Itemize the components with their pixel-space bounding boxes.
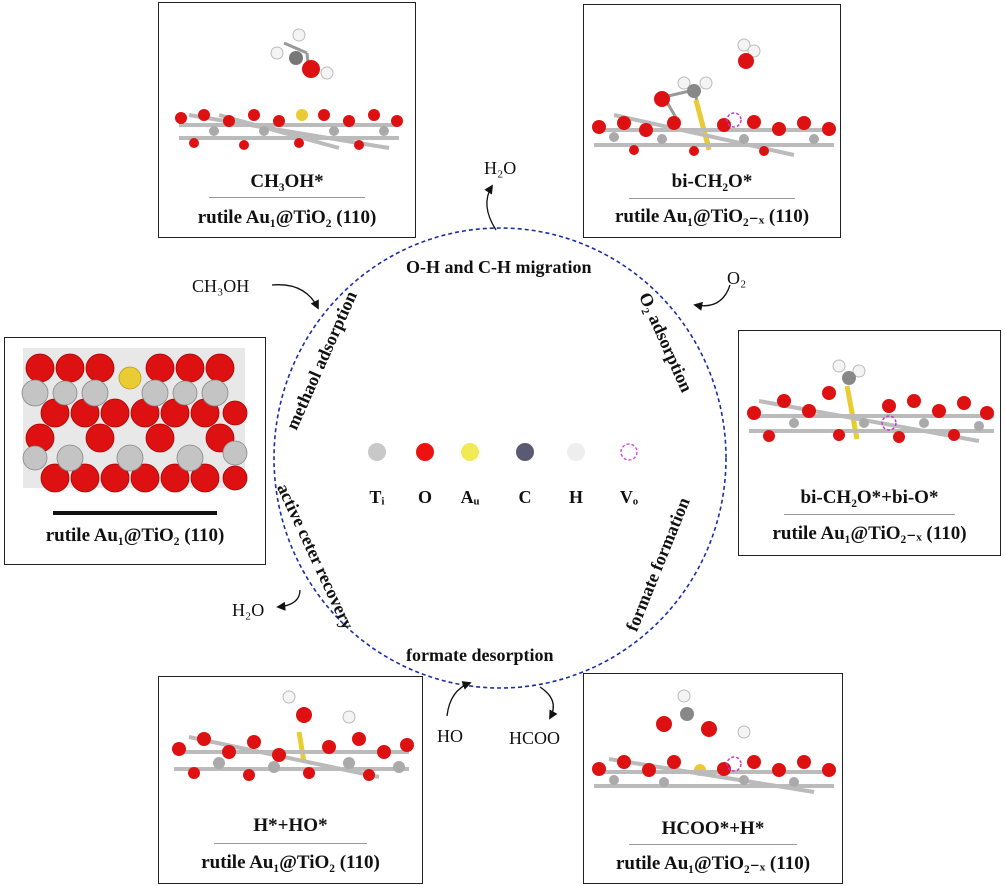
panel-bi-ch2o-bi-o-caption: rutile Au₁@TiO₂₋ₓ (110): [772, 523, 967, 544]
reaction-cycle-ellipse: [273, 227, 727, 689]
h2o-out-arrow: [484, 184, 497, 231]
panel-bi-ch2o-separator: [629, 198, 795, 199]
panel-bi-ch2o-bi-o-label: bi-CH₂O*+bi-O*: [800, 487, 939, 508]
panel-ch3oh-separator: [209, 197, 365, 198]
ch3oh-species-label: CH₃OH: [192, 276, 250, 296]
hcoo-h-structure-image: [592, 689, 836, 794]
panel-bi-ch2o-bi-o: bi-CH₂O*+bi-O* rutile Au₁@TiO₂₋ₓ (110): [738, 330, 1001, 556]
bi-ch2o-bi-o-structure-image: [747, 359, 994, 443]
step-oh-ch-migration: O-H and C-H migration: [406, 257, 592, 277]
panel-top-view-caption: rutile Au₁@TiO₂ (110): [45, 525, 225, 546]
legend-vo-label: Vₒ: [619, 487, 639, 507]
o2-species-label: O₂: [727, 268, 747, 288]
panel-ch3oh-caption: rutile Au₁@TiO₂ (110): [197, 207, 377, 228]
legend-o-swatch: [416, 443, 434, 461]
ho-in-arrow: [446, 681, 472, 717]
legend-au-swatch: [461, 443, 479, 461]
legend-vo-swatch: [620, 443, 638, 461]
ch3oh-in-arrow: [271, 284, 319, 310]
legend-c-label: C: [518, 487, 532, 507]
panel-h-ho-separator: [214, 843, 367, 844]
panel-hcoo-h-separator: [629, 844, 797, 845]
panel-ch3oh-adsorbed: CH₃OH* rutile Au₁@TiO₂ (110): [158, 2, 416, 238]
legend-h-swatch: [567, 443, 585, 461]
atom-legend: [368, 443, 638, 461]
h2o-top-species-label: H₂O: [484, 158, 517, 178]
legend-h-label: H: [568, 487, 583, 507]
legend-au-label: Aᵤ: [460, 487, 480, 507]
panel-h-ho: H*+HO* rutile Au₁@TiO₂ (110): [158, 676, 423, 884]
h2o-out-left-arrow: [276, 589, 301, 611]
legend-ti-label: Tᵢ: [369, 487, 385, 507]
panel-hcoo-h-caption: rutile Au₁@TiO₂₋ₓ (110): [615, 853, 811, 874]
panel-bi-ch2o-label: bi-CH₂O*: [671, 171, 753, 192]
hcoo-out-arrow: [539, 686, 558, 720]
step-formate-desorption: formate desorption: [406, 645, 554, 665]
ho-species-label: HO: [437, 726, 463, 746]
panel-h-ho-label: H*+HO*: [253, 815, 328, 836]
panel-bi-ch2o-bi-o-separator: [784, 514, 955, 515]
panel-bi-ch2o-caption: rutile Au₁@TiO₂₋ₓ (110): [614, 206, 810, 227]
legend-ti-swatch: [368, 443, 386, 461]
top-view-surface-image: [21, 348, 248, 515]
legend-c-swatch: [516, 443, 534, 461]
legend-o-label: O: [417, 487, 432, 507]
o2-in-arrow: [693, 284, 731, 311]
panel-hcoo-h: HCOO*+H* rutile Au₁@TiO₂₋ₓ (110): [583, 673, 843, 884]
ch3oh-structure-image: [175, 28, 403, 150]
panel-bi-ch2o: bi-CH₂O* rutile Au₁@TiO₂₋ₓ (110): [583, 4, 841, 238]
h-ho-structure-image: [172, 690, 414, 781]
panel-h-ho-caption: rutile Au₁@TiO₂ (110): [201, 852, 380, 873]
hcoo-species-label: HCOO: [509, 728, 561, 748]
bi-ch2o-structure-image: [592, 38, 836, 157]
panel-ch3oh-label: CH₃OH*: [250, 171, 324, 192]
h2o-left-species-label: H₂O: [232, 600, 265, 620]
panel-top-view: rutile Au₁@TiO₂ (110): [4, 337, 266, 565]
panel-hcoo-h-label: HCOO*+H*: [661, 818, 765, 839]
